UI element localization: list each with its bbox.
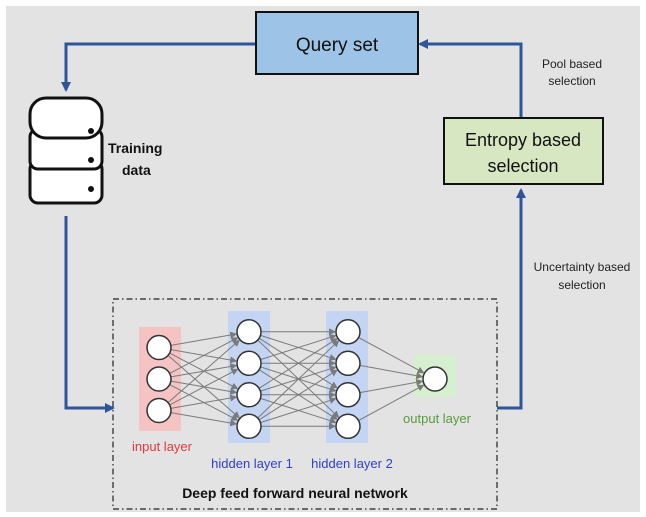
connection-input-3-to-hidden1-3: [170, 394, 238, 409]
hidden-layer-2-label: hidden layer 2: [311, 456, 393, 471]
neuron-input-2: [146, 366, 172, 392]
connection-input-3-to-hidden1-4: [170, 412, 238, 427]
query-set-box: Query set: [255, 11, 419, 75]
connection-input-1-to-hidden1-1: [170, 331, 238, 346]
arrow-network-to-entropy: [497, 188, 526, 410]
neuron-input-1: [146, 334, 172, 361]
network-dashed-frame: [112, 298, 498, 510]
neuron-hidden2-2: [335, 350, 361, 377]
connection-hidden1-2-to-hidden2-1: [260, 334, 337, 361]
query-set-label: Query set: [296, 35, 379, 56]
training-data-label-line2: data: [122, 162, 151, 178]
entropy-selection-rect: [443, 117, 604, 185]
neuron-input-3: [146, 397, 172, 424]
connection-hidden1-3-to-hidden2-1: [258, 338, 338, 389]
flow-arrows: [61, 39, 526, 413]
uncertainty-based-label-line2: selection: [558, 278, 605, 292]
entropy-selection-box: Entropy based selection: [443, 117, 604, 185]
neuron-hidden2-4: [335, 413, 361, 440]
connection-hidden2-2-to-output-1: [359, 364, 424, 380]
network-title: Deep feed forward neural network: [182, 485, 408, 501]
connection-hidden2-1-to-output-1: [358, 337, 425, 374]
entropy-selection-label-line2: selection: [487, 156, 558, 176]
connection-hidden1-4-to-hidden2-1: [257, 340, 340, 419]
uncertainty-based-label-line1: Uncertainty based: [534, 260, 631, 274]
database-led-bottom: [88, 186, 94, 192]
neuron-hidden1-4: [236, 413, 262, 440]
input-layer-label: input layer: [132, 439, 193, 454]
neuron-hidden1-3: [236, 382, 262, 408]
database-icon: [28, 96, 104, 205]
network-neurons: [146, 319, 448, 440]
pool-based-label-line1: Pool based: [542, 57, 602, 71]
arrow-entropy-to-query: [418, 39, 523, 117]
database-led-middle: [88, 157, 94, 163]
database-led-top: [88, 128, 94, 134]
pool-based-label-line2: selection: [548, 74, 595, 88]
arrow-query-to-training: [61, 42, 255, 92]
query-set-rect: [255, 11, 419, 75]
connection-hidden1-4-to-hidden2-2: [258, 369, 338, 421]
neuron-output-1: [422, 366, 448, 392]
neuron-hidden1-1: [236, 319, 262, 345]
connection-input-2-to-hidden1-1: [169, 337, 239, 374]
hidden-layer-1-label: hidden layer 1: [211, 456, 293, 471]
database-top-disk: [28, 96, 104, 140]
neuron-hidden2-3: [335, 382, 361, 408]
neural-network-panel: input layer hidden layer 1 hidden layer …: [112, 298, 498, 510]
arrow-training-to-network: [64, 216, 115, 413]
neuron-hidden1-2: [236, 350, 262, 377]
neuron-hidden2-1: [335, 319, 361, 345]
connection-hidden2-3-to-output-1: [359, 378, 424, 394]
connection-input-3-to-hidden1-1: [167, 339, 240, 403]
connection-hidden1-4-to-hidden2-3: [260, 397, 337, 424]
training-data-label-line1: Training: [108, 140, 162, 156]
connection-input-3-to-hidden1-2: [169, 368, 239, 406]
diagram-background: [6, 6, 640, 512]
output-layer-label: output layer: [403, 411, 472, 426]
connection-hidden2-4-to-output-1: [358, 384, 425, 421]
network-connections: [167, 328, 425, 430]
entropy-selection-label-line1: Entropy based: [465, 130, 581, 150]
